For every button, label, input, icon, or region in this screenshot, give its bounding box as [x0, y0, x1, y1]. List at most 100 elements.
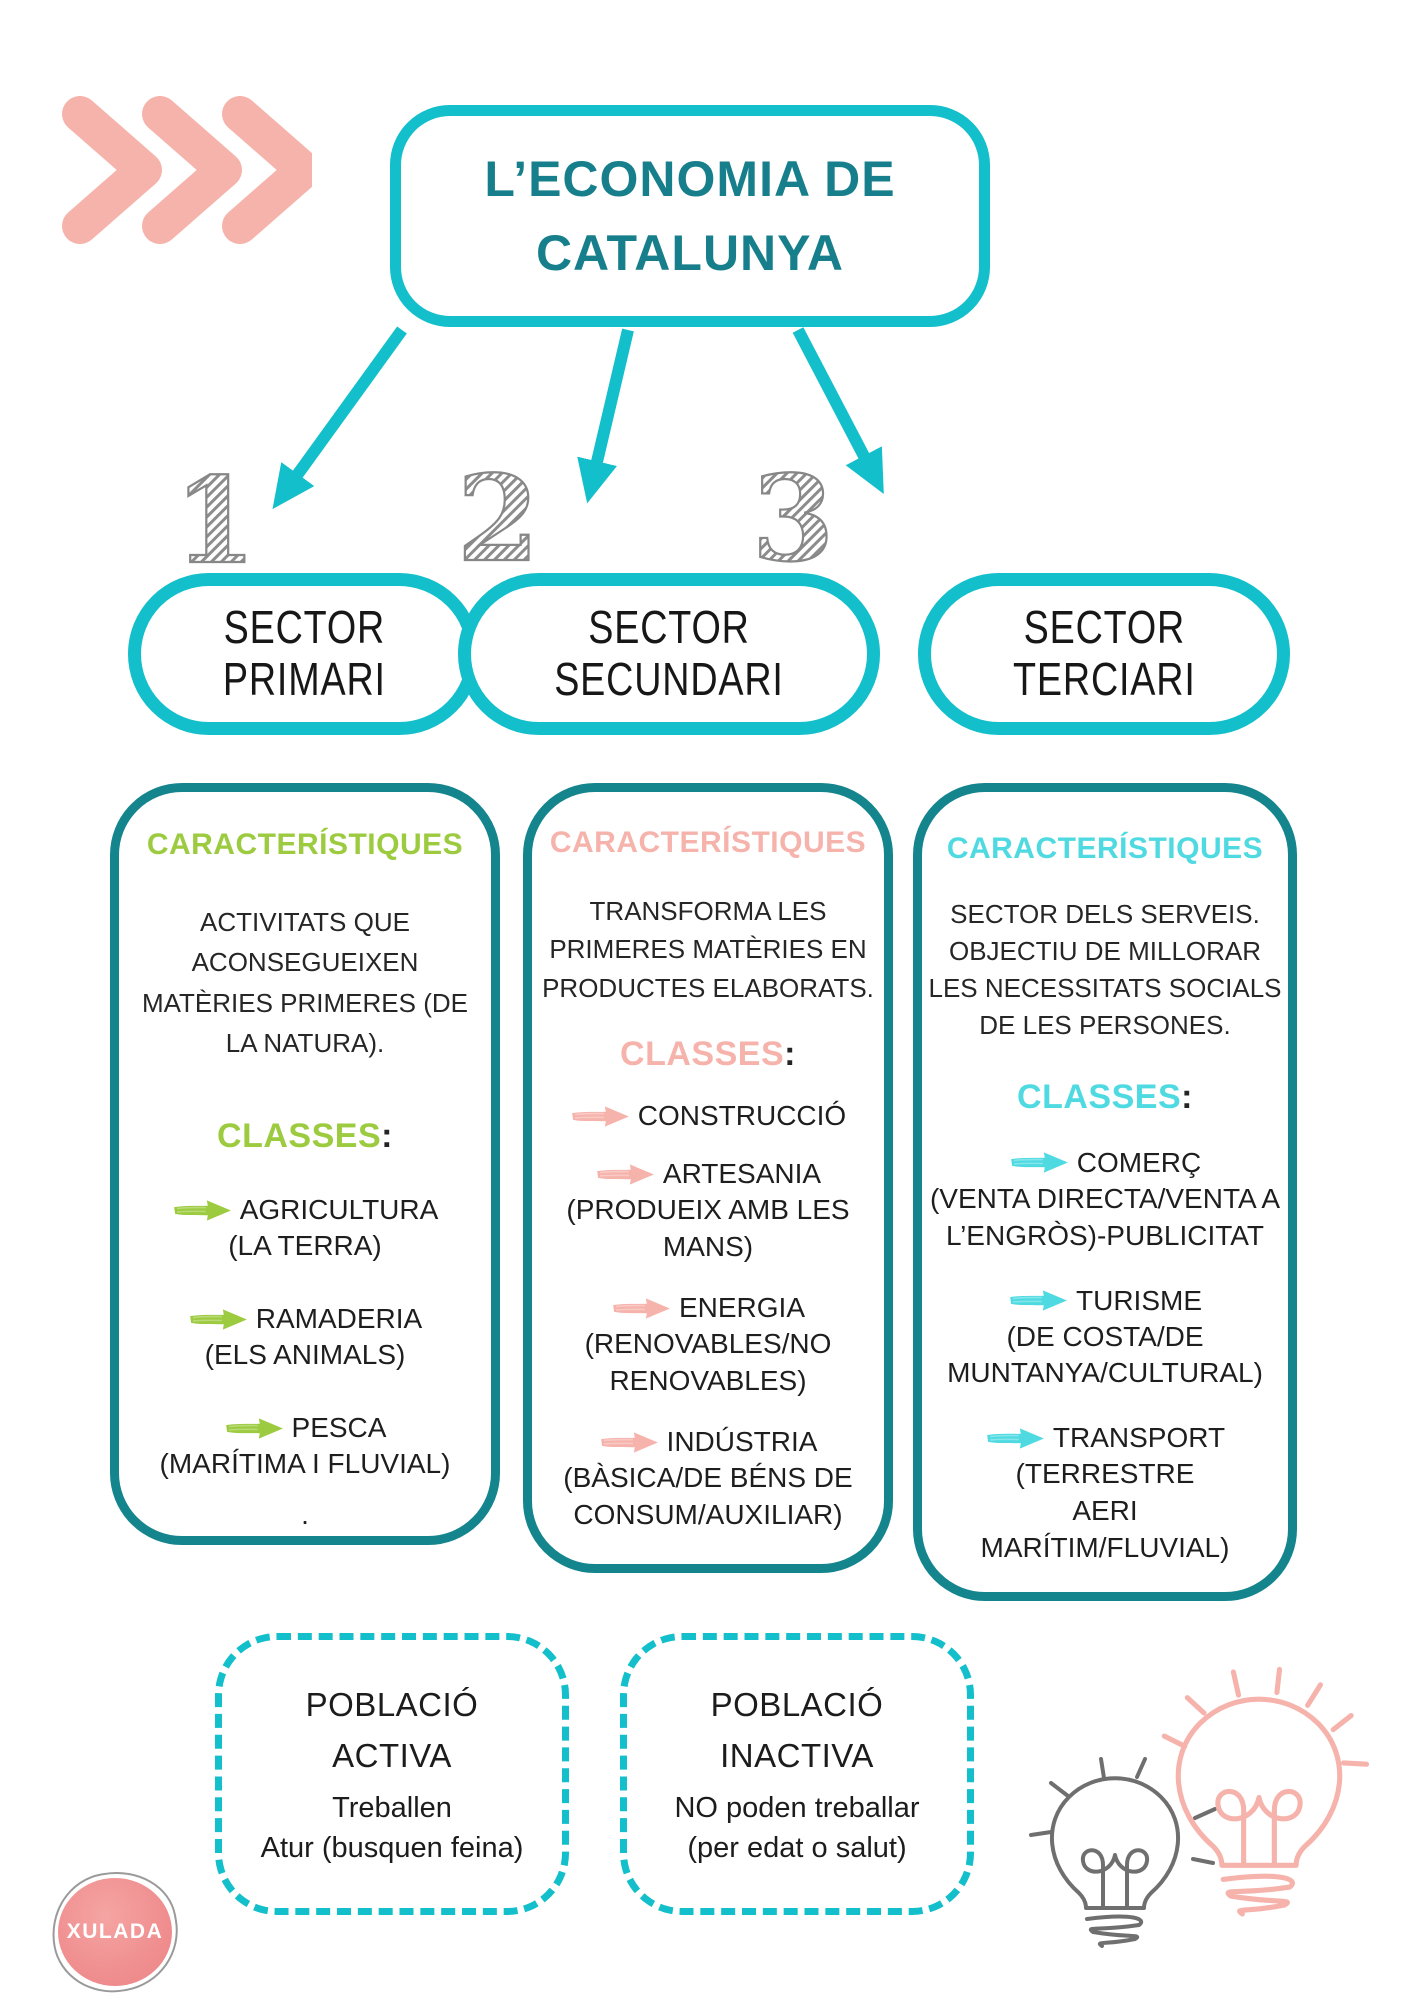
- item-label: ENERGIA: [678, 1292, 806, 1324]
- classes-label: CLASSES: [1017, 1077, 1182, 1116]
- characteristics-heading: CARACTERÍSTIQUES: [549, 826, 867, 859]
- poblacio-inactiva-body: NO poden treballar (per edat o salut): [674, 1791, 920, 1865]
- class-item-artesania: ARTESANIA (PRODUEIX AMB LES MANS): [540, 1158, 876, 1266]
- page-title-line2: CATALUNYA: [535, 225, 845, 281]
- sector-primari-pill: SECTOR PRIMARI: [128, 573, 480, 735]
- number-2-text: 2: [457, 449, 539, 588]
- sector-1-line2: PRIMARI: [222, 653, 386, 705]
- xulada-logo: XULADA: [42, 1861, 188, 2000]
- doodle-arrow-icon: [595, 1162, 657, 1187]
- doodle-arrow-icon: [172, 1198, 234, 1223]
- class-item-comerc: COMERÇ (VENTA DIRECTA/VENTA A L’ENGRÒS)-…: [928, 1147, 1282, 1255]
- number-2-doodle: 2: [456, 448, 540, 588]
- poblacio-inactiva-title: POBLACIÓ INACTIVA: [710, 1686, 884, 1775]
- classes-colon: :: [1181, 1077, 1193, 1116]
- pink-bulb-rays: [1161, 1666, 1370, 1767]
- sector-terciari-pill: SECTOR TERCIARI: [918, 573, 1290, 735]
- characteristics-box-terciari: CARACTERÍSTIQUES SECTOR DELS SERVEIS. OB…: [913, 783, 1297, 1601]
- classes-label: CLASSES: [217, 1117, 382, 1156]
- gray-lightbulb-icon: [1029, 1757, 1217, 1948]
- poblacio-activa-body: Treballen Atur (busquen feina): [260, 1791, 524, 1865]
- sector-secundari-pill: SECTOR SECUNDARI: [458, 573, 880, 735]
- sector-3-line1: SECTOR: [1023, 601, 1185, 654]
- logo-text: XULADA: [66, 1920, 164, 1943]
- classes-heading: CLASSES:: [540, 1035, 876, 1074]
- footnote-dot: .: [301, 1499, 309, 1531]
- item-label: PESCA: [291, 1412, 387, 1444]
- item-sub: (LA TERRA): [228, 1230, 382, 1262]
- item-sub: (ELS ANIMALS): [204, 1339, 406, 1371]
- item-sub: (TERRESTRE AERI MARÍTIM/FLUVIAL): [980, 1458, 1230, 1564]
- item-sub: (VENTA DIRECTA/VENTA A L’ENGRÒS)-PUBLICI…: [929, 1182, 1281, 1251]
- poblacio-activa-box: POBLACIÓ ACTIVA Treballen Atur (busquen …: [215, 1633, 569, 1915]
- class-item-turisme: TURISME (DE COSTA/DE MUNTANYA/CULTURAL): [928, 1285, 1282, 1393]
- doodle-arrow-icon: [1009, 1150, 1071, 1175]
- sector-primari-label: SECTOR PRIMARI: [223, 602, 386, 705]
- characteristics-box-primari: CARACTERÍSTIQUES ACTIVITATS QUE ACONSEGU…: [110, 783, 500, 1545]
- item-label: TURISME: [1076, 1284, 1202, 1316]
- class-item-transport: TRANSPORT (TERRESTRE AERI MARÍTIM/FLUVIA…: [928, 1422, 1282, 1567]
- class-item-ramaderia: RAMADERIA (ELS ANIMALS): [133, 1303, 477, 1374]
- item-label: COMERÇ: [1076, 1146, 1202, 1178]
- pink-lightbulb-icon: [1161, 1666, 1370, 1917]
- arrow-to-sector-1: [272, 326, 407, 510]
- characteristics-box-secundari: CARACTERÍSTIQUES TRANSFORMA LES PRIMERES…: [523, 783, 893, 1573]
- item-label: ARTESANIA: [662, 1158, 822, 1190]
- item-label: RAMADERIA: [255, 1303, 423, 1335]
- item-sub: (BÀSICA/DE BÉNS DE CONSUM/AUXILIAR): [563, 1462, 853, 1531]
- class-items: CONSTRUCCIÓ ARTESANIA (PRODUEIX AMB LES …: [540, 1100, 876, 1534]
- class-items: AGRICULTURA (LA TERRA) RAMADERIA (ELS AN…: [133, 1194, 477, 1483]
- class-item-construccio: CONSTRUCCIÓ: [540, 1100, 876, 1132]
- gray-bulb-rays: [1029, 1757, 1217, 1865]
- title-box: L’ECONOMIA DE CATALUNYA: [390, 105, 990, 327]
- sector-2-line1: SECTOR: [588, 601, 750, 654]
- characteristics-heading: CARACTERÍSTIQUES: [146, 828, 464, 861]
- classes-heading: CLASSES:: [133, 1117, 477, 1156]
- doodle-arrow-icon: [599, 1430, 661, 1455]
- item-label: TRANSPORT: [1052, 1422, 1226, 1454]
- triple-chevron-right-icon: [62, 96, 312, 244]
- sector-3-line2: TERCIARI: [1012, 653, 1196, 705]
- classes-colon: :: [784, 1035, 796, 1074]
- poblacio-inactiva-box: POBLACIÓ INACTIVA NO poden treballar (pe…: [620, 1633, 974, 1915]
- doodle-arrow-icon: [985, 1426, 1047, 1451]
- lightbulbs-doodle-icon: [1029, 1666, 1370, 1948]
- doodle-arrow-icon: [611, 1296, 673, 1321]
- characteristics-description: SECTOR DELS SERVEIS. OBJECTIU DE MILLORA…: [928, 899, 1282, 1040]
- sector-1-line1: SECTOR: [223, 601, 385, 654]
- class-item-industria: INDÚSTRIA (BÀSICA/DE BÉNS DE CONSUM/AUXI…: [540, 1426, 876, 1534]
- item-sub: (PRODUEIX AMB LES MANS): [566, 1194, 850, 1263]
- class-items: COMERÇ (VENTA DIRECTA/VENTA A L’ENGRÒS)-…: [928, 1147, 1282, 1568]
- number-3-doodle: 3: [751, 448, 835, 588]
- doodle-arrow-icon: [570, 1104, 632, 1129]
- item-sub: (RENOVABLES/NO RENOVABLES): [584, 1328, 832, 1397]
- number-1-text: 1: [174, 451, 256, 590]
- characteristics-description: ACTIVITATS QUE ACONSEGUEIXEN MATÈRIES PR…: [141, 907, 468, 1058]
- doodle-arrow-icon: [188, 1307, 250, 1332]
- class-item-agricultura: AGRICULTURA (LA TERRA): [133, 1194, 477, 1265]
- poblacio-activa-title: POBLACIÓ ACTIVA: [305, 1686, 479, 1775]
- number-3-text: 3: [752, 449, 834, 588]
- class-item-energia: ENERGIA (RENOVABLES/NO RENOVABLES): [540, 1292, 876, 1400]
- doodle-arrow-icon: [224, 1416, 286, 1441]
- class-item-pesca: PESCA (MARÍTIMA I FLUVIAL): [133, 1412, 477, 1483]
- characteristics-heading: CARACTERÍSTIQUES: [946, 832, 1264, 865]
- classes-colon: :: [381, 1117, 393, 1156]
- sector-secundari-label: SECTOR SECUNDARI: [554, 602, 784, 705]
- classes-heading: CLASSES:: [928, 1078, 1282, 1117]
- arrow-to-sector-3: [792, 327, 884, 495]
- number-1-doodle: 1: [173, 450, 257, 590]
- page-title-line1: L’ECONOMIA DE: [484, 151, 896, 207]
- item-label: AGRICULTURA: [239, 1194, 439, 1226]
- item-sub: (MARÍTIMA I FLUVIAL): [159, 1448, 451, 1480]
- sector-terciari-label: SECTOR TERCIARI: [1013, 602, 1196, 705]
- logo-circle: XULADA: [58, 1878, 172, 1986]
- item-label: CONSTRUCCIÓ: [637, 1100, 847, 1132]
- arrow-to-sector-2: [577, 328, 634, 504]
- sector-2-line2: SECUNDARI: [554, 653, 784, 705]
- item-sub: (DE COSTA/DE MUNTANYA/CULTURAL): [947, 1320, 1263, 1389]
- classes-label: CLASSES: [620, 1035, 785, 1074]
- item-label: INDÚSTRIA: [666, 1426, 818, 1458]
- doodle-arrow-icon: [1008, 1288, 1070, 1313]
